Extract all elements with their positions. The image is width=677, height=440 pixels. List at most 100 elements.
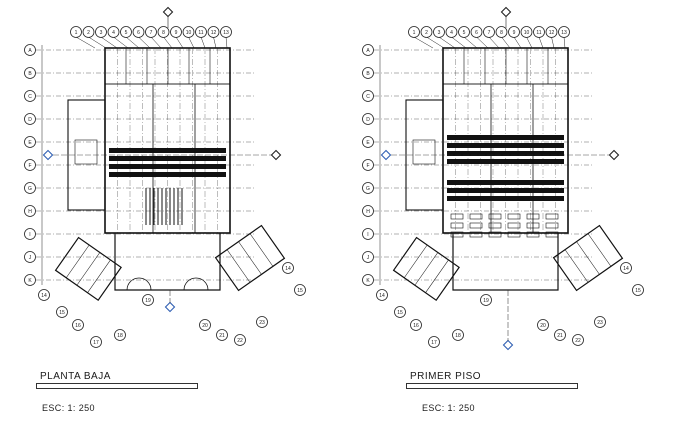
grid-bubble-top <box>445 26 458 38</box>
annex-rooms <box>442 47 569 85</box>
section-marker-left <box>380 149 392 161</box>
grid-leader <box>551 36 555 49</box>
grid-leader <box>188 36 195 49</box>
grid-bubble-side <box>24 251 36 263</box>
grid-bubble-top <box>495 26 508 38</box>
wing-partition <box>249 233 274 267</box>
grid-bubble-top-label: 5 <box>125 30 128 36</box>
grid-leader <box>150 36 162 49</box>
grid-bubble-side <box>24 274 36 286</box>
grid-bubble-radial-label: 17 <box>93 340 99 346</box>
grid-bubble-side <box>24 67 36 79</box>
grid-bubble-radial <box>72 319 84 331</box>
grid-bubble-radial-label: 15 <box>635 288 641 294</box>
grid-bubble-radial <box>632 284 644 296</box>
grid-bubble-top-label: 9 <box>513 30 516 36</box>
grid-bubble-radial-label: 17 <box>431 340 437 346</box>
grid-bubble-radial <box>199 319 211 331</box>
grid-bubble-top-label: 6 <box>475 30 478 36</box>
wing-partition <box>576 241 600 275</box>
grid-bubble-radial <box>410 319 422 331</box>
grid-bubble-radial <box>572 334 584 346</box>
furniture-unit <box>545 222 559 229</box>
grid-leader <box>463 36 478 49</box>
wing-partition <box>226 249 251 283</box>
wing-partition <box>564 249 589 283</box>
grid-bubble-top <box>95 26 107 38</box>
plan-title-right: PRIMER PISO <box>410 371 482 382</box>
grid-bubble-radial-label: 16 <box>75 323 81 329</box>
grid-bubble-radial <box>594 316 606 328</box>
grid-bubble-radial-label: 19 <box>145 298 151 304</box>
grid-bubble-side-label: J <box>367 255 370 261</box>
grid-leader <box>163 36 173 49</box>
grid-bubble-top <box>458 26 470 38</box>
grid-bubble-side-label: A <box>366 48 370 54</box>
grid-leader <box>225 36 228 49</box>
grid-leader <box>88 36 107 49</box>
north-marker-bottom <box>502 339 514 351</box>
north-marker-top <box>162 6 174 18</box>
grid-leader <box>413 36 434 49</box>
grid-leader <box>113 36 129 49</box>
grid-bubble-side <box>362 228 374 240</box>
grid-bubble-radial-label: 20 <box>540 323 546 329</box>
grid-bubble-radial-label: 14 <box>285 266 291 272</box>
grid-bubble-radial <box>142 294 154 306</box>
annex-rooms <box>104 47 231 85</box>
grid-bubble-side <box>362 251 374 263</box>
structure-band <box>447 196 564 201</box>
plan-title-left: PLANTA BAJA <box>40 371 111 382</box>
grid-bubble-radial <box>216 329 228 341</box>
grid-bubble-top-label: 1 <box>75 30 78 36</box>
grid-leader <box>438 36 456 49</box>
grid-bubble-top <box>170 26 182 38</box>
wing-partition <box>425 259 449 293</box>
furniture-unit <box>450 222 464 229</box>
grid-leader <box>513 36 522 49</box>
grid-bubble-top-label: 8 <box>500 30 503 36</box>
grid-leader <box>451 36 467 49</box>
grid-bubble-top-label: 11 <box>198 30 203 36</box>
grid-bubble-top <box>157 26 170 38</box>
structure-band <box>447 143 564 148</box>
furniture-unit <box>526 231 540 238</box>
grid-bubble-side <box>24 90 36 102</box>
grid-bubble-side <box>24 182 36 194</box>
lobby-outline <box>452 233 559 291</box>
grid-bubble-top <box>107 26 120 38</box>
grid-bubble-side <box>24 113 36 125</box>
furniture-unit <box>469 231 483 238</box>
grid-bubble-radial <box>554 329 566 341</box>
grid-bubble-side-label: E <box>366 140 370 146</box>
furniture-unit <box>450 213 464 220</box>
grid-bubble-top-label: 13 <box>223 30 229 36</box>
grid-bubble-radial-label: 15 <box>297 288 303 294</box>
grid-bubble-side-label: K <box>366 278 370 284</box>
wing-partition <box>87 259 111 293</box>
grid-bubble-radial-label: 14 <box>41 293 47 299</box>
angled-wing-right <box>552 224 624 292</box>
grid-bubble-radial <box>294 284 306 296</box>
grid-bubble-side <box>362 113 374 125</box>
grid-bubble-radial-label: 15 <box>397 310 403 316</box>
grid-bubble-radial <box>234 334 246 346</box>
grid-bubble-radial-label: 15 <box>59 310 65 316</box>
grid-bubble-top-label: 3 <box>100 30 103 36</box>
grid-bubble-side <box>362 136 374 148</box>
grid-bubble-side-label: J <box>29 255 32 261</box>
grid-bubble-radial-label: 18 <box>117 333 123 339</box>
grid-bubble-side-label: A <box>28 48 32 54</box>
grid-bubble-radial-label: 23 <box>259 320 265 326</box>
grid-bubble-top <box>70 26 82 38</box>
grid-bubble-side <box>24 205 36 217</box>
grid-bubble-top <box>145 26 157 38</box>
grid-bubble-top-label: 4 <box>450 30 453 36</box>
grid-leader <box>426 36 445 49</box>
grid-bubble-radial <box>376 289 388 301</box>
grid-bubble-top <box>408 26 420 38</box>
grid-bubble-side-label: H <box>28 209 32 215</box>
grid-bubble-side <box>362 67 374 79</box>
